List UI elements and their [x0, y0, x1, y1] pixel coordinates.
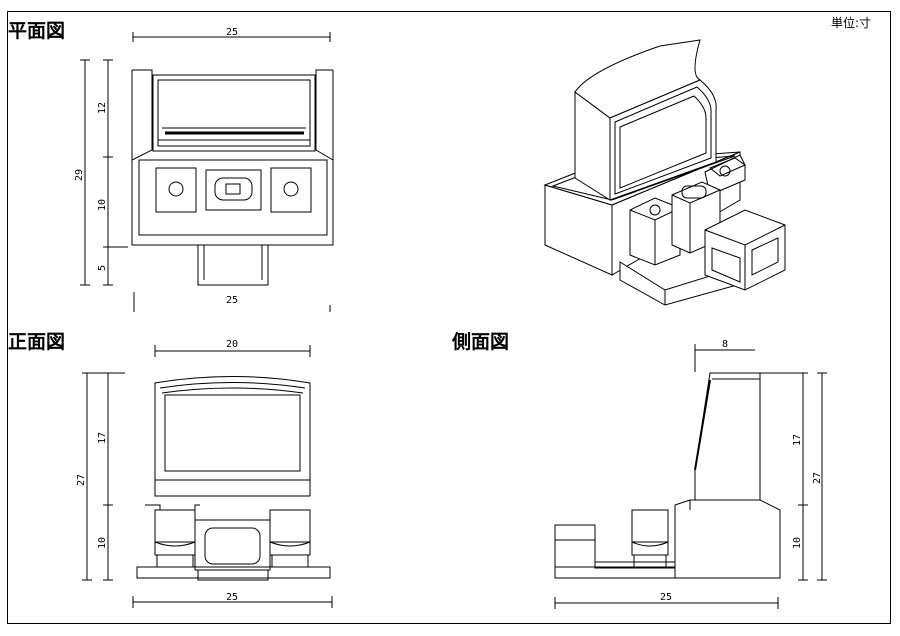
plan-view [80, 32, 334, 312]
front-total-height-label: 27 [76, 474, 87, 486]
plan-lower-depth-label: 5 [97, 265, 108, 271]
side-monitor [694, 372, 761, 501]
side-cup [631, 509, 669, 543]
plan-left-box [155, 167, 197, 213]
plan-upper-depth-label: 12 [97, 102, 108, 114]
isometric-view [543, 39, 786, 306]
side-total-height-label: 27 [812, 472, 823, 484]
front-right-cup [269, 509, 311, 543]
side-view-title: 側面図 [452, 331, 510, 353]
sheet-border [7, 11, 891, 624]
front-top-width-label: 20 [226, 339, 238, 350]
front-lower-height-label: 10 [97, 537, 108, 549]
plan-monitor-top [152, 74, 316, 152]
plan-center-box [205, 169, 262, 211]
side-drawer [554, 524, 596, 568]
front-upper-height-label: 17 [97, 432, 108, 444]
front-screen [164, 394, 301, 472]
front-view [82, 345, 333, 608]
plan-view-title: 平面図 [8, 20, 66, 42]
side-top-width-label: 8 [722, 339, 728, 350]
front-monitor [154, 376, 311, 481]
plan-bottom-width-label: 25 [226, 295, 238, 306]
front-view-title: 正面図 [8, 331, 66, 353]
plan-cabinet-outline [131, 69, 334, 246]
side-upper-height-label: 17 [792, 434, 803, 446]
side-bottom-width-label: 25 [660, 592, 672, 603]
front-base [136, 566, 331, 579]
plan-right-box [270, 167, 312, 213]
plan-console [138, 159, 328, 236]
plan-middle-depth-label: 10 [97, 199, 108, 211]
iso-monitor-front [609, 79, 717, 201]
side-lower-height-label: 10 [792, 537, 803, 549]
front-bottom-width-label: 25 [226, 592, 238, 603]
unit-label: 単位:寸 [831, 16, 872, 30]
side-cabinet [674, 499, 781, 579]
side-view [554, 344, 827, 609]
plan-total-depth-label: 29 [74, 169, 85, 181]
front-left-cup [154, 509, 196, 543]
plan-drawer [197, 245, 269, 286]
plan-top-width-label: 25 [226, 27, 238, 38]
